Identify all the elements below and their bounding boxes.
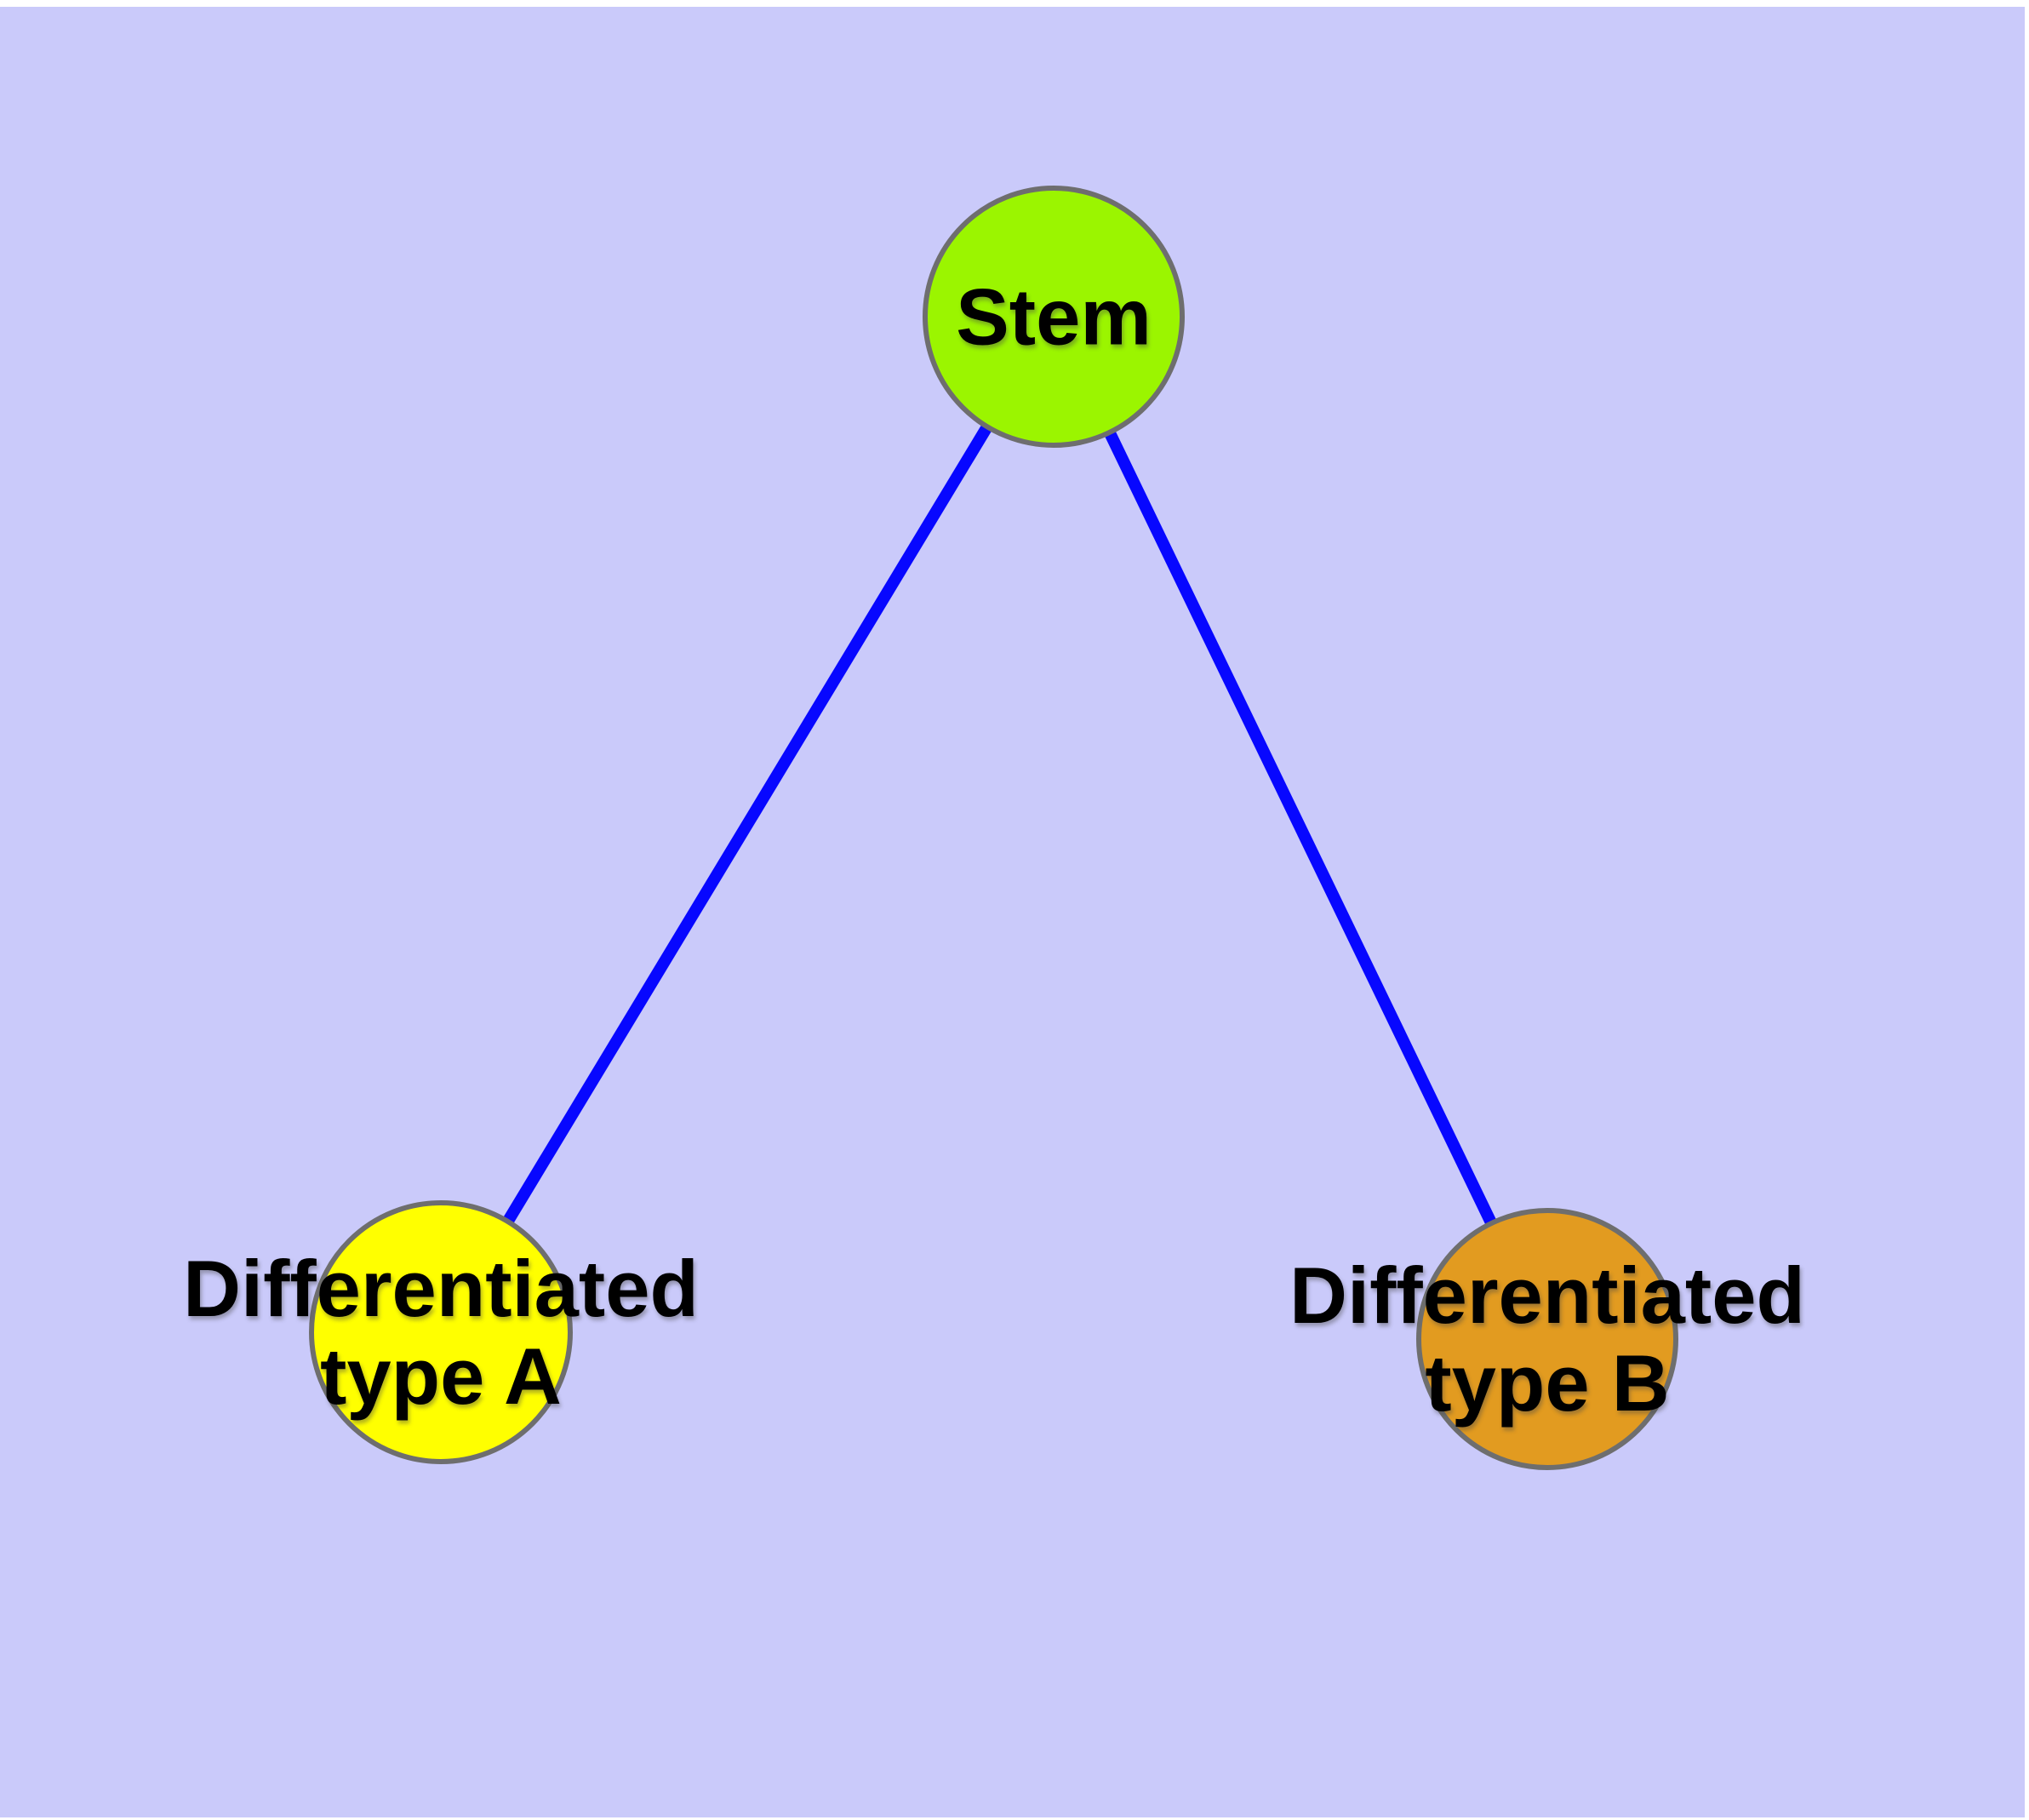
node-differentiated-type-a [309, 1200, 573, 1464]
edge-stem-to-type-a [436, 313, 1059, 1336]
edge-stem-to-type-b [1048, 313, 1553, 1342]
node-stem [923, 186, 1185, 448]
node-differentiated-type-b [1416, 1208, 1678, 1470]
